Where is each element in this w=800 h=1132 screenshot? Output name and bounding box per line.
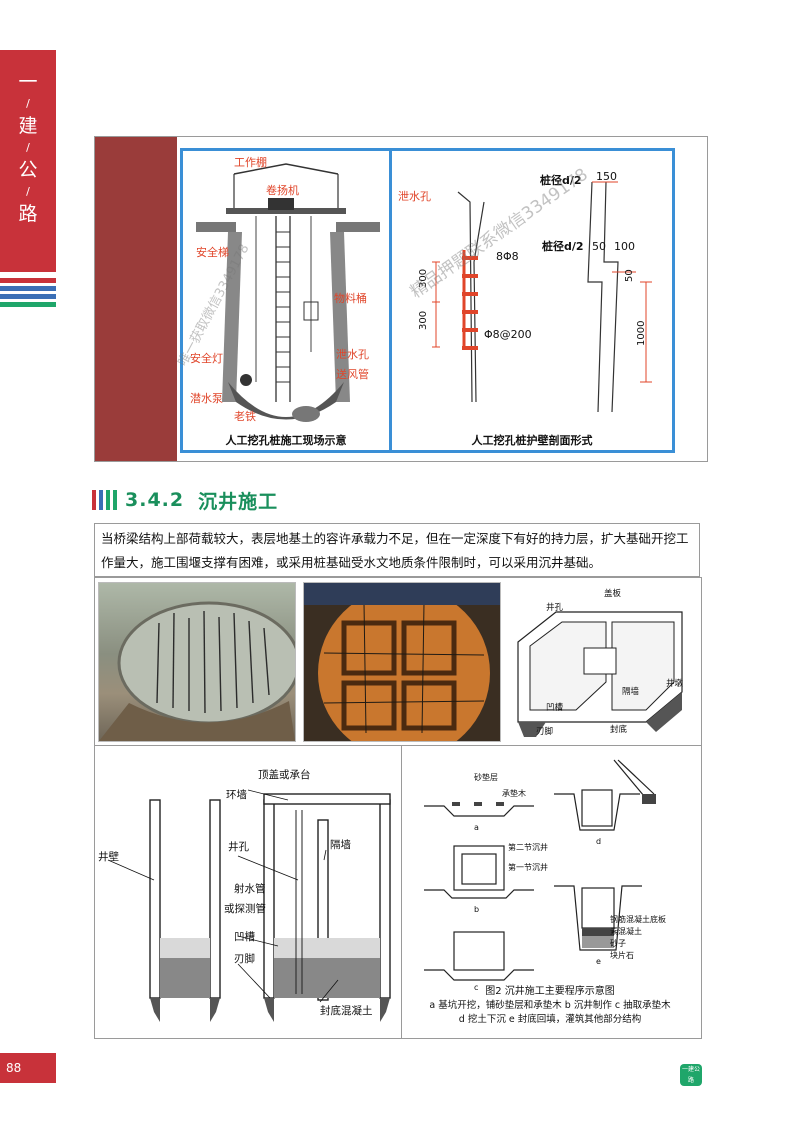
side-sep: /: [26, 97, 30, 110]
label-rebar-8phi8: 8Φ8: [496, 250, 519, 263]
label-air-pipe: 送风管: [336, 367, 369, 381]
label-step-d: d: [596, 837, 601, 846]
label-top-cap: 顶盖或承台: [258, 768, 311, 781]
left-figure-caption: 人工挖孔桩施工现场示意: [226, 433, 347, 447]
label-drain-hole: 泄水孔: [336, 348, 369, 361]
section-heading-bars: [92, 490, 117, 510]
pile-wall-section-diagram: 泄水孔 桩径d/2 150 桩径d/2 50 100 8Φ8 300 300 5…: [398, 170, 652, 447]
label-material-bucket: 物料桶: [334, 291, 367, 305]
label-well-pier: 井墩: [666, 678, 684, 689]
label-bearing-timber: 承垫木: [502, 788, 526, 798]
label-partition: 隔墙: [622, 686, 640, 697]
label-winch: 卷扬机: [266, 183, 299, 197]
side-chapter-text: 一 / 建 / 公 / 路: [0, 66, 56, 230]
right-figure-caption: 人工挖孔桩护壁剖面形式: [472, 433, 593, 447]
label-cutting-edge: 刃脚: [536, 726, 553, 737]
label-worker: 老铁: [234, 410, 256, 423]
label-dim-150: 150: [596, 170, 617, 183]
caisson-section-diagram: 顶盖或承台 环墙 井壁 井孔 隔墙 射水管 或探测管 凹槽 刃脚 封底混凝土: [98, 768, 391, 1022]
label-ring-wall: 环墙: [226, 788, 247, 801]
label-bottom-seal: 封底: [610, 724, 628, 735]
frame-divider: [389, 151, 392, 451]
side-char-2: 建: [18, 115, 38, 137]
side-chapter-tab: 一 / 建 / 公 / 路: [0, 50, 56, 272]
label-sand: 砂子: [610, 938, 626, 948]
label-seal-concrete: 封底混凝土: [320, 1004, 373, 1017]
label-pile-radius-top: 桩径d/2: [540, 173, 582, 187]
label-dim-300a: 300: [418, 269, 429, 288]
label-rubble: 块片石: [610, 950, 634, 960]
label-dim-50-right: 50: [624, 269, 635, 282]
caisson-formwork-photo: [303, 582, 501, 742]
page-number: 88: [0, 1053, 56, 1083]
label-step-c: c: [474, 983, 478, 992]
side-color-stripes: [0, 278, 56, 310]
label-drain-hole-right: 泄水孔: [398, 190, 431, 203]
intro-paragraph: 当桥梁结构上部荷载较大，表层地基土的容许承载力不足，但在一定深度下有好的持力层，…: [94, 523, 700, 577]
panel-left-band: [95, 137, 177, 461]
label-step-b: b: [474, 905, 479, 914]
construction-figures-frame: [180, 148, 675, 453]
label-dim-1000: 1000: [636, 321, 647, 346]
label-well-hole: 井孔: [546, 602, 564, 613]
label-dim-100: 100: [614, 240, 635, 253]
label-cover-plate: 盖板: [604, 588, 622, 599]
label-partition-section: 隔墙: [330, 838, 351, 851]
label-dim-300b: 300: [418, 311, 429, 330]
label-safety-lamp: 安全灯: [190, 351, 223, 365]
label-plain-concrete: 素混凝土: [610, 926, 642, 936]
steps-caption-line1: a 基坑开挖，铺砂垫层和承垫木 b 沉井制作 c 抽取承垫木: [429, 999, 671, 1011]
caisson-steps-diagram: 砂垫层 承垫木 a 第二节沉井 第一节沉井 b c d 钢筋混凝土底板 素混凝土…: [424, 759, 671, 1025]
side-char-4: 路: [18, 203, 38, 225]
section-heading: 3.4.2 沉井施工: [92, 486, 278, 514]
label-groove-section: 凹槽: [234, 931, 255, 943]
label-stirrup-phi8-200: Φ8@200: [484, 328, 532, 341]
label-step-a: a: [474, 823, 479, 832]
label-rc-slab: 钢筋混凝土底板: [610, 914, 666, 924]
side-sep: /: [26, 141, 30, 154]
label-first-section: 第一节沉井: [508, 862, 548, 872]
label-groove: 凹槽: [546, 702, 564, 713]
label-pile-radius-mid: 桩径d/2: [542, 239, 584, 253]
label-cutting-edge-section: 刃脚: [234, 952, 255, 965]
manual-pile-site-diagram: 工作棚 卷扬机 安全梯 物料桶 安全灯 泄水孔 送风管 潜水泵 老铁 人工挖孔桩…: [190, 155, 380, 447]
label-submersible-pump: 潜水泵: [190, 391, 223, 405]
caisson-sketch-diagram: 盖板 井孔 井墩 隔墙 凹槽 刃脚 封底: [517, 588, 684, 737]
label-sand-cushion: 砂垫层: [474, 772, 498, 782]
label-safety-ladder: 安全梯: [196, 245, 229, 259]
brand-logo-icon: 一建公路: [680, 1064, 702, 1086]
label-work-shed: 工作棚: [234, 155, 267, 169]
label-second-section: 第二节沉井: [508, 842, 548, 852]
steps-caption-line2: d 挖土下沉 e 封底回填，灌筑其他部分结构: [459, 1013, 641, 1025]
section-number: 3.4.2: [125, 489, 185, 511]
side-sep: /: [26, 185, 30, 198]
section-title: 沉井施工: [198, 490, 279, 513]
label-probe-pipe: 或探测管: [224, 902, 266, 915]
steps-caption-title: 图2 沉井施工主要程序示意图: [485, 984, 615, 997]
caisson-rebar-photo: [98, 582, 296, 742]
label-step-e: e: [596, 957, 601, 966]
label-well-wall: 井壁: [98, 850, 119, 863]
side-char-3: 公: [18, 159, 38, 181]
label-jet-pipe: 射水管: [234, 882, 266, 895]
label-dim-50: 50: [592, 240, 606, 253]
label-well-hole-section: 井孔: [228, 840, 249, 853]
bottom-panel-divider: [401, 746, 402, 1038]
side-char-1: 一: [18, 71, 38, 93]
